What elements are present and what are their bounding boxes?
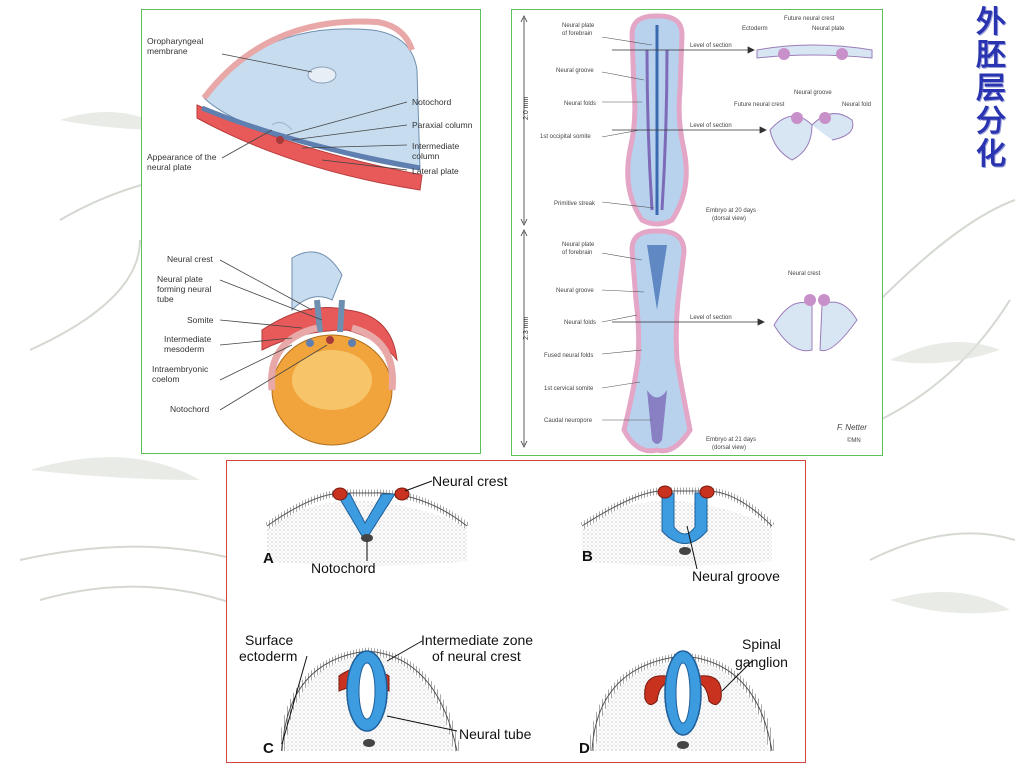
label-fused-folds: Fused neural folds [544,353,593,359]
label-neural-folds: Neural folds [564,101,596,107]
label-first-occipital: 1st occipital somite [540,134,591,140]
label-neural-plate-tube: Neural plate [157,274,203,284]
label-neural-groove-section: Neural groove [794,90,832,96]
embryo-section-figure: Oropharyngeal membrane Notochord Paraxia… [147,18,473,446]
netter-mark: ©MN [847,437,861,444]
label-future-crest: Future neural crest [784,16,835,22]
title-char: 分 [976,104,1006,139]
stage-letter-a: A [263,550,274,567]
figure-labels: Neural crest Notochord Neural groove Sur… [239,473,788,757]
label-somite: Somite [187,315,214,325]
scale-23mm: 2.3 mm [523,316,530,340]
label-intermediate-zone: Intermediate zone [421,632,533,648]
label-embryo-20-view: (dorsal view) [712,216,746,222]
label-neural-folds-21: Neural folds [564,320,596,326]
stage-a-illustration [264,487,470,566]
label-spinal-ganglion-2: ganglion [735,654,788,670]
label-neural-crest: Neural crest [432,473,508,489]
label-level-section-3: Level of section [690,315,732,321]
label-intermediate-mesoderm: Intermediate [164,334,212,344]
section-arrows [612,46,767,326]
label-primitive-streak: Primitive streak [554,201,596,207]
panel-dorsal-view: 2.0 mm 2.3 mm [511,9,883,456]
stage-letter-d: D [579,740,590,757]
label-neural-groove-21: Neural groove [556,288,594,294]
label-paraxial-column: Paraxial column [412,120,473,130]
label-first-cervical: 1st cervical somite [544,386,594,392]
label-neural-plate-tube-2: forming neural [157,284,211,294]
label-future-crest-2: Future neural crest [734,102,785,108]
label-neural-crest: Neural crest [167,254,213,264]
label-np-forebrain-21: Neural plate [562,242,595,248]
label-embryo-20: Embryo at 20 days [706,208,756,214]
stage-b-illustration [580,485,775,566]
title-char: 化 [976,137,1006,172]
label-spinal-ganglion: Spinal [742,636,781,652]
label-neural-plate: Neural plate [812,26,845,32]
dorsal-view-figure: 2.0 mm 2.3 mm [520,13,873,454]
label-intermediate-zone-2: of neural crest [432,648,521,664]
netter-signature: F. Netter [837,423,867,432]
figure-labels: Oropharyngeal membrane Notochord Paraxia… [147,36,473,414]
label-neural-tube: Neural tube [459,726,532,742]
label-oropharyngeal: Oropharyngeal [147,36,203,46]
label-intermediate-column-2: column [412,151,440,161]
label-intraembryonic-coelom: Intraembryonic [152,364,209,374]
label-embryo-21-view: (dorsal view) [712,445,746,451]
label-neural-fold: Neural fold [842,102,871,108]
stage-d-illustration [588,650,776,752]
title-char: 层 [976,71,1006,106]
scale-bars [520,15,528,448]
label-intermediate-column: Intermediate [412,141,460,151]
label-np-forebrain-2: of forebrain [562,31,592,37]
embryo-20-day-illustration [625,13,689,227]
section-illustrations [756,44,873,352]
stage-letter-b: B [582,548,593,565]
embryo-21-day-illustration [621,228,693,454]
label-neural-plate-tube-3: tube [157,294,174,304]
figure-labels: Neural plate of forebrain Neural groove … [540,16,871,451]
label-notochord-lower: Notochord [170,404,209,414]
stage-letter-c: C [263,740,274,757]
label-intraembryonic-coelom-2: coelom [152,374,179,384]
label-lateral-plate: Lateral plate [412,166,459,176]
title-char: 外 [976,5,1006,40]
label-intermediate-mesoderm-2: mesoderm [164,344,204,354]
label-notochord: Notochord [311,560,376,576]
panel-neural-tube-formation: Neural crest Notochord Neural groove Sur… [226,460,806,763]
leader-lines [281,480,753,745]
label-ectoderm: Ectoderm [742,26,768,32]
label-neural-crest-section: Neural crest [788,271,821,277]
label-surface-ectoderm: Surface [245,632,293,648]
label-notochord: Notochord [412,97,451,107]
leader-lines [601,36,655,421]
embryonic-disc-illustration [196,18,423,191]
label-appearance-neural-plate: Appearance of the [147,152,217,162]
label-neural-groove: Neural groove [692,568,780,584]
panel-embryo-sections: Oropharyngeal membrane Notochord Paraxia… [141,9,481,454]
embryo-cross-section-illustration [261,251,398,446]
neural-tube-formation-figure: Neural crest Notochord Neural groove Sur… [239,473,788,757]
label-np-forebrain-21-2: of forebrain [562,250,592,256]
stage-c-illustration [278,647,461,752]
label-appearance-neural-plate-2: neural plate [147,162,192,172]
leader-lines [219,53,408,411]
label-surface-ectoderm-2: ectoderm [239,648,297,664]
label-level-section-2: Level of section [690,123,732,129]
label-level-section: Level of section [690,43,732,49]
scale-20mm: 2.0 mm [523,96,530,120]
label-caudal-neuropore: Caudal neuropore [544,418,593,424]
label-embryo-21: Embryo at 21 days [706,437,756,443]
label-oropharyngeal-2: membrane [147,46,188,56]
slide-title: 外 胚 层 分 化 [974,6,1008,171]
label-np-forebrain: Neural plate [562,23,595,29]
title-char: 胚 [976,38,1006,73]
label-neural-groove: Neural groove [556,68,594,74]
